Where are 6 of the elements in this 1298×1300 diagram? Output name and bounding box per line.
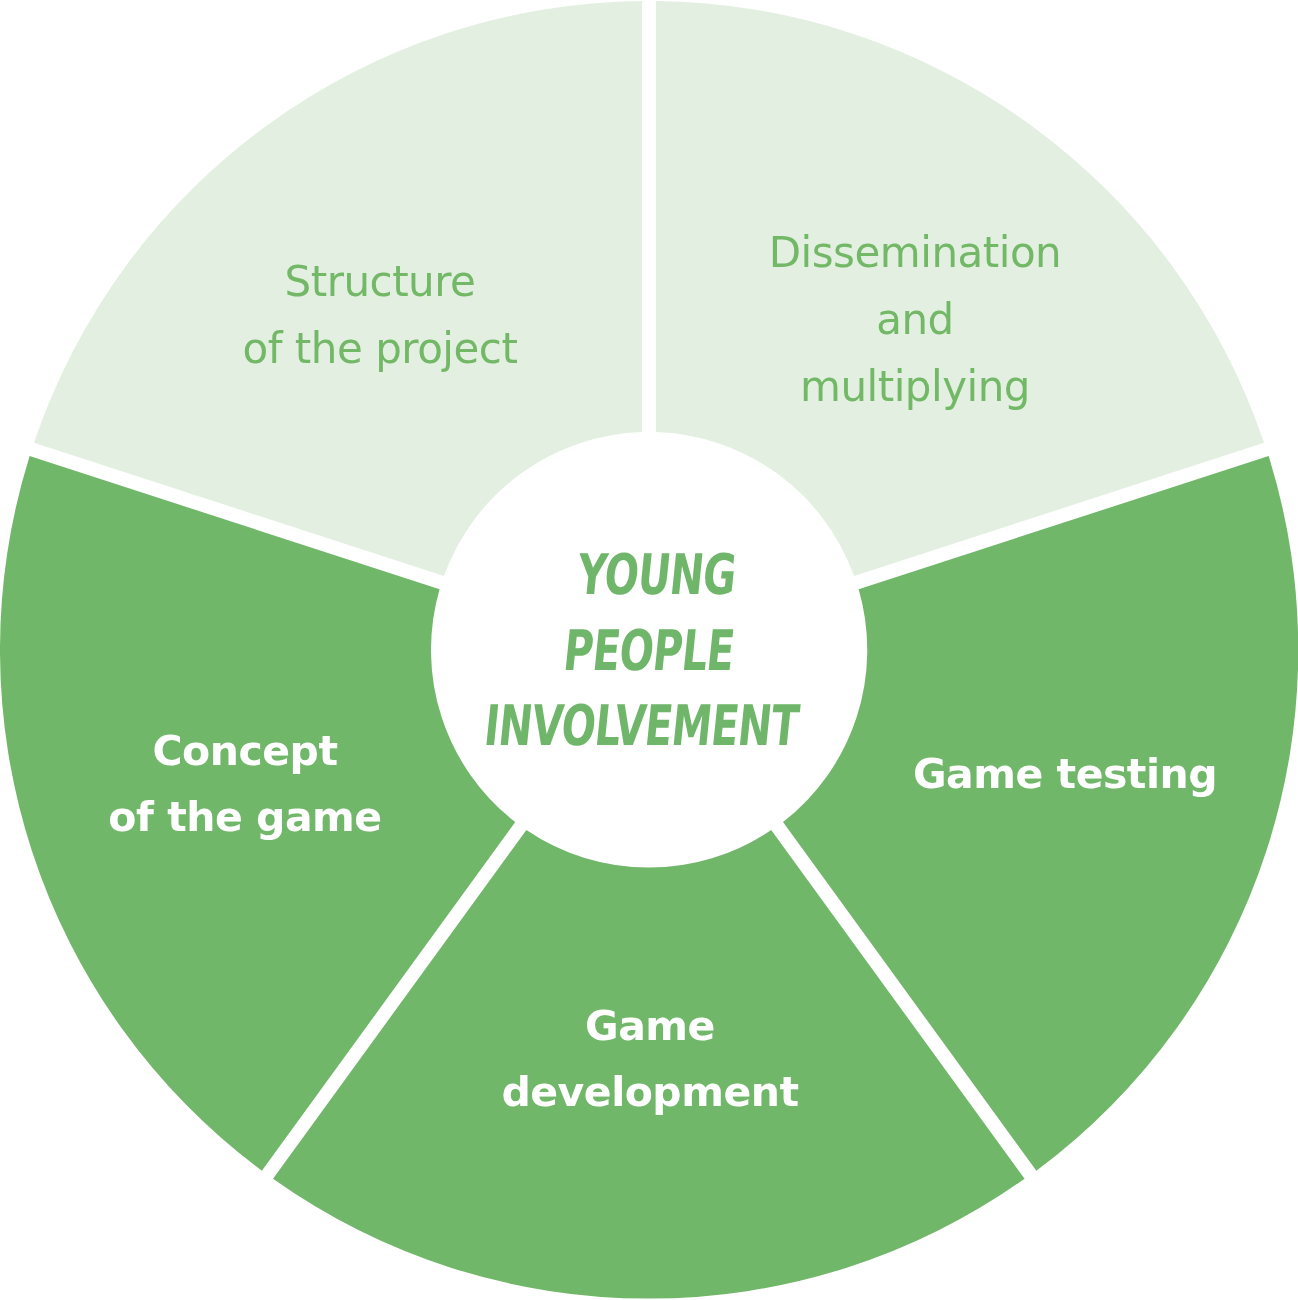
center-title: YOUNG PEOPLE INVOLVEMENT [480, 540, 803, 760]
segment-label: Structure of the project [242, 255, 518, 375]
segment-label: Dissemination and multiplying [768, 227, 1062, 414]
segment-label: Game testing [912, 749, 1218, 801]
segment-label: Game development [501, 1001, 799, 1118]
segment-label: Concept of the game [108, 726, 382, 843]
